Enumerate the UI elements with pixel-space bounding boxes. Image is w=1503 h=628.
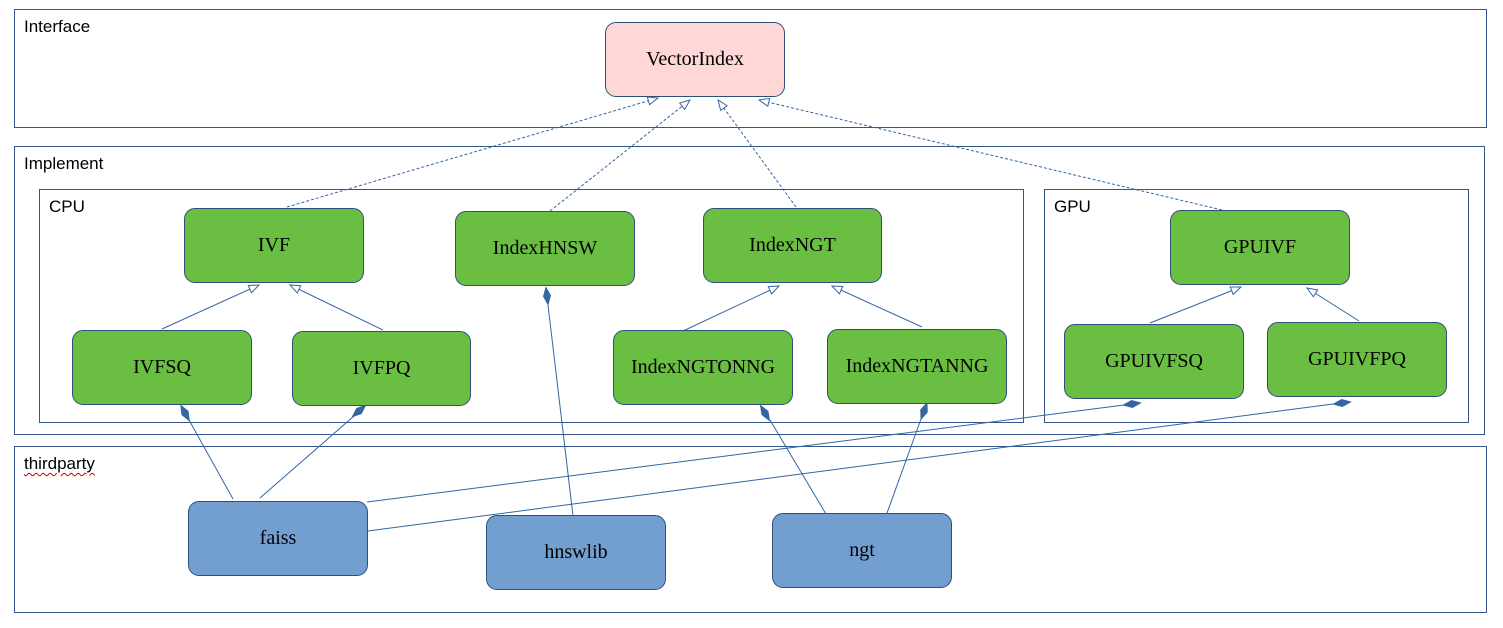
gpu-group-title: GPU (1054, 197, 1091, 216)
node-gpuivfpq[interactable]: GPUIVFPQ (1267, 322, 1447, 397)
node-indexngt[interactable]: IndexNGT (703, 208, 882, 283)
node-ivfsq[interactable]: IVFSQ (72, 330, 252, 405)
node-ivfpq[interactable]: IVFPQ (292, 331, 471, 406)
node-ngt[interactable]: ngt (772, 513, 952, 588)
node-indexhnsw[interactable]: IndexHNSW (455, 211, 635, 286)
node-faiss[interactable]: faiss (188, 501, 368, 576)
node-vectorindex[interactable]: VectorIndex (605, 22, 785, 97)
node-gpuivf[interactable]: GPUIVF (1170, 210, 1350, 285)
node-indexngtanng[interactable]: IndexNGTANNG (827, 329, 1007, 404)
node-ivf[interactable]: IVF (184, 208, 364, 283)
cpu-group-title: CPU (49, 197, 85, 216)
implement-group-title: Implement (24, 154, 104, 173)
interface-group-title: Interface (24, 17, 91, 36)
thirdparty-group-title: thirdparty (24, 454, 95, 473)
node-indexngtonng[interactable]: IndexNGTONNG (613, 330, 793, 405)
node-hnswlib[interactable]: hnswlib (486, 515, 666, 590)
node-gpuivfsq[interactable]: GPUIVFSQ (1064, 324, 1244, 399)
